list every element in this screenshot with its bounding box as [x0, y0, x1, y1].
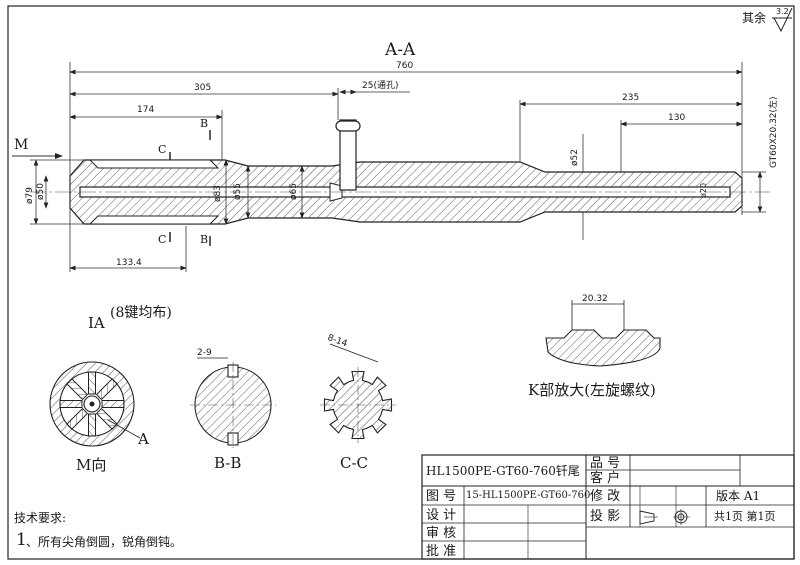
dim-174: 174	[137, 105, 155, 115]
m-view-key	[59, 400, 83, 408]
m-view-key	[88, 413, 96, 437]
drawing-border	[7, 5, 795, 560]
title-block-version: 版本 A1	[716, 489, 761, 503]
m-view-key	[88, 371, 96, 395]
cc-view-label: C-C	[340, 454, 369, 472]
m-view-label: M向	[76, 456, 107, 474]
title-block-grid	[421, 454, 795, 560]
dim-k-pitch: 20.32	[582, 294, 608, 304]
title-block-pages: 共1页 第1页	[714, 510, 776, 523]
title-block-name: HL1500PE-GT60-760钎尾	[426, 464, 580, 478]
dimension-lines	[12, 62, 766, 272]
section-title: A-A	[385, 40, 416, 60]
dim-d20: ø20	[699, 182, 708, 198]
dim-d79: ø79	[25, 187, 35, 204]
section-mark-b-top: B	[200, 117, 209, 130]
m-view-a-leader	[107, 419, 141, 439]
section-mark-c-bottom: C	[158, 233, 167, 246]
dim-760: 760	[396, 61, 414, 71]
k-view-label: K部放大(左旋螺纹)	[528, 381, 656, 399]
tech-requirement-item: 、所有尖角倒圆，锐角倒钝。	[26, 535, 183, 549]
a-mark: A	[138, 430, 149, 448]
tech-requirements-heading: 技术要求:	[14, 511, 67, 525]
dim-bb-key: 2-9	[197, 348, 212, 358]
shaft-section-view	[30, 119, 770, 225]
dim-25-through-hole: 25(通孔)	[362, 81, 399, 91]
m-view-key	[66, 407, 89, 430]
title-block-drawing-no-label: 图 号	[426, 489, 457, 504]
surface-note: 其余	[742, 11, 767, 25]
title-block-projection-label: 投 影	[590, 509, 621, 524]
dim-thread: GT60X20.32(左)	[769, 96, 779, 168]
dim-d65: ø65	[289, 183, 299, 200]
dim-235: 235	[622, 93, 640, 103]
roughness-value: 3.2	[776, 7, 789, 16]
title-block-approve-label: 批 准	[426, 544, 457, 559]
roughness-symbol	[772, 7, 793, 33]
dim-133-4: 133.4	[116, 258, 142, 268]
projection-symbol	[639, 509, 690, 525]
cross-hole	[339, 119, 357, 191]
ia-note: (8键均布)	[110, 305, 172, 321]
k-detail-view	[545, 300, 661, 367]
ia-label: IA	[88, 314, 105, 332]
title-block-review-label: 审 核	[426, 526, 457, 541]
bb-view-label: B-B	[214, 454, 242, 472]
title-block-design-label: 设 计	[426, 508, 457, 523]
section-mark-c-top: C	[158, 143, 167, 156]
m-view-key	[66, 378, 89, 401]
m-view-key	[101, 400, 125, 408]
dim-d50: ø50	[36, 183, 46, 200]
title-block-drawing-no: 15-HL1500PE-GT60-760	[466, 490, 591, 501]
tech-requirement-number: 1	[16, 530, 27, 550]
m-view-keyways	[59, 371, 125, 437]
title-block-part-no-label: 品 号	[590, 456, 621, 471]
title-block-revise-label: 修 改	[590, 489, 621, 504]
m-view-key	[95, 407, 118, 430]
section-mark-b-bottom: B	[200, 233, 209, 246]
cc-section-view	[320, 343, 396, 443]
dim-130: 130	[668, 113, 686, 123]
dim-d52: ø52	[570, 149, 580, 166]
m-view-key	[95, 378, 118, 401]
title-block-customer-label: 客 户	[590, 471, 621, 486]
dim-305: 305	[194, 83, 212, 93]
dim-d83: ø83	[213, 185, 223, 202]
m-arrow-label: M	[14, 137, 29, 153]
bb-section-view	[190, 357, 276, 448]
dim-d55: ø55	[233, 183, 243, 200]
